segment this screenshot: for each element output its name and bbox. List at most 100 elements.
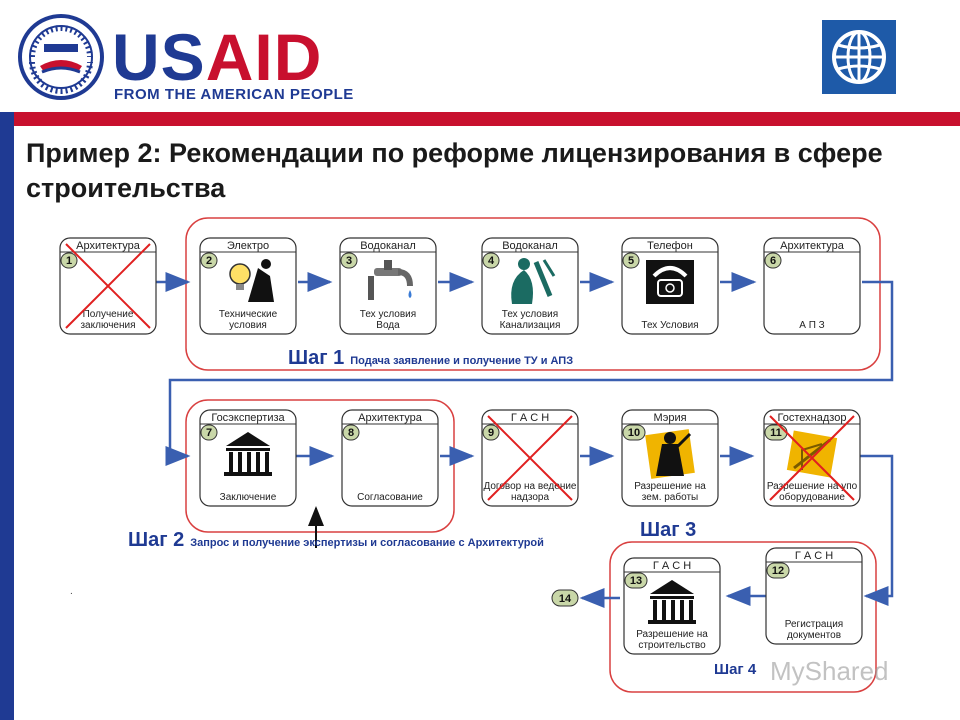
- process-box-title: Г А С Н: [653, 560, 691, 572]
- header-red-divider: [0, 112, 960, 126]
- process-box-label: оборудование: [779, 491, 845, 503]
- process-box-label: Заключение: [220, 492, 277, 503]
- worker-stamp-icon: [645, 429, 695, 479]
- process-box-label: Разрешение на упо: [767, 481, 858, 492]
- process-box-label: Вода: [376, 320, 400, 331]
- process-box-label: зем. работы: [642, 491, 698, 503]
- cross-out-mark: [65, 243, 151, 329]
- process-box-frame: [765, 547, 863, 645]
- process-box-title: Гостехнадзор: [778, 412, 847, 424]
- process-box-label: Технические: [219, 309, 278, 320]
- process-box-number: 11: [770, 427, 782, 439]
- process-box-number-badge: [482, 252, 500, 269]
- government-building-icon: [224, 432, 272, 476]
- step-2-title: Шаг 2: [128, 529, 184, 551]
- process-box-title: Водоканал: [502, 240, 558, 252]
- cross-out-mark: [769, 415, 855, 501]
- process-box-number: 5: [628, 255, 634, 267]
- process-box-label: А П З: [799, 320, 824, 331]
- process-box-number: 1: [66, 255, 72, 267]
- usaid-wordmark-aid: AID: [205, 20, 323, 94]
- plumber-icon: [511, 258, 556, 304]
- process-box-label: Регистрация: [785, 619, 843, 630]
- process-box-number: 6: [770, 255, 776, 267]
- process-box-title: Г А С Н: [511, 412, 549, 424]
- watermark-text: MyShared: [770, 656, 889, 686]
- process-box-number-badge: [482, 424, 500, 441]
- step-1-label: Шаг 1 Подача заявление и получение ТУ и А…: [288, 347, 573, 369]
- arrow-6-7: [165, 280, 894, 466]
- process-box-number-badge: [622, 252, 640, 269]
- process-box-title: Телефон: [647, 240, 693, 252]
- process-box-title: Мэрия: [653, 412, 686, 424]
- process-box-title: Г А С Н: [795, 550, 833, 562]
- arrow-11-12: [860, 454, 894, 606]
- process-box-label: Тех условия: [502, 309, 558, 320]
- process-box-label: Получение: [83, 309, 134, 320]
- process-box-title: Электро: [227, 240, 269, 252]
- process-box-label: документов: [787, 630, 841, 641]
- step-4-group-outline: [609, 541, 877, 693]
- process-box-number-badge: [340, 252, 358, 269]
- step-2-group-outline: [185, 399, 455, 533]
- process-box-label: Разрешение на: [636, 629, 708, 640]
- step-2-label: Шаг 2 Запрос и получение экспертизы и сог…: [128, 529, 544, 551]
- header-area: USAID FROM THE AMERICAN PEOPLE: [0, 0, 960, 112]
- process-box-number-badge: [622, 424, 646, 441]
- process-box-label: надзора: [511, 492, 550, 503]
- process-box-label: Согласование: [357, 492, 423, 503]
- process-box-label: Разрешение на: [634, 481, 706, 492]
- process-box-label: Тех условия: [360, 309, 416, 320]
- step-2-caption: Запрос и получение экспертизы и согласов…: [190, 537, 544, 549]
- process-box-number-badge: [342, 424, 360, 441]
- process-box-title: Архитектура: [780, 240, 845, 252]
- process-boxes: Архитектура1ПолучениезаключенияЭлектро2Т…: [59, 237, 863, 655]
- water-tap-icon: [368, 260, 413, 300]
- step-1-caption: Подача заявление и получение ТУ и АПЗ: [350, 355, 573, 367]
- usaid-tagline: FROM THE AMERICAN PEOPLE: [114, 86, 354, 103]
- process-box-label: Договор на ведение: [483, 481, 576, 492]
- process-box-number-badge: [200, 252, 218, 269]
- final-step-badge: 14: [551, 589, 579, 607]
- usaid-wordmark-us: US: [112, 20, 206, 94]
- step-3-label: Шаг 3: [640, 519, 696, 541]
- cross-out-mark: [487, 415, 573, 501]
- process-box-number: 9: [488, 427, 494, 439]
- left-blue-bar: [0, 112, 14, 720]
- government-building-icon: [648, 580, 696, 624]
- process-box-6: Архитектура 6 А П З: [763, 237, 861, 335]
- final-step-badge-text: 14: [559, 593, 572, 605]
- step-1-title: Шаг 1: [288, 347, 344, 369]
- process-box-number: 12: [772, 565, 784, 577]
- process-box-number-badge: [766, 562, 790, 579]
- process-box-number-badge: [200, 424, 218, 441]
- process-box-number: 3: [346, 255, 352, 267]
- crane-stamp-icon: [786, 430, 838, 478]
- process-box-title: Архитектура: [358, 412, 423, 424]
- step-1-group-outline: [185, 217, 881, 371]
- process-box-label: строительство: [638, 640, 706, 651]
- process-box-number-badge: [764, 252, 782, 269]
- process-box-label: условия: [229, 320, 267, 331]
- process-box-number: 8: [348, 427, 354, 439]
- process-box-frame: [199, 237, 297, 335]
- process-box-number-badge: [60, 252, 78, 269]
- process-box-number: 4: [488, 255, 495, 267]
- process-box-label: Тех Условия: [641, 320, 698, 331]
- process-box-label: Канализация: [500, 320, 561, 331]
- process-box-title: Госэкспертиза: [211, 412, 285, 424]
- process-box-frame: [341, 409, 439, 507]
- usaid-wordmark: USAID: [112, 24, 322, 90]
- stray-dot: .: [70, 586, 73, 597]
